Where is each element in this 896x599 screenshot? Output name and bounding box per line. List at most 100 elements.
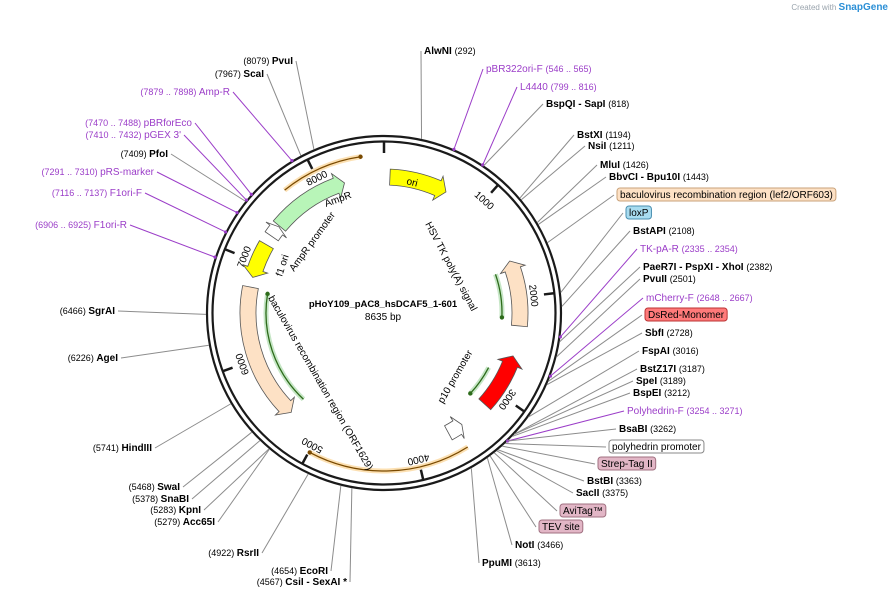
tick-mark: [490, 184, 499, 194]
site-label: AlwNI (292): [424, 46, 476, 57]
site-baculovirus-recombination-region-lef2-orf603[interactable]: baculovirus recombination region (lef2/O…: [616, 187, 837, 202]
site-ecori[interactable]: (4654) EcoRI: [271, 566, 328, 577]
site-bstapi[interactable]: BstAPI (2108): [633, 226, 695, 237]
leader-bsabi: [507, 428, 617, 442]
site-f1ori-r[interactable]: (6906 .. 6925) F1ori-R: [35, 220, 127, 231]
site-polyhedrin-promoter[interactable]: polyhedrin promoter: [608, 439, 705, 454]
site-pvuii[interactable]: PvuII (2501): [643, 274, 696, 285]
site-label: BsaBI (3262): [619, 424, 676, 435]
site-kpni[interactable]: (5283) KpnI: [150, 505, 201, 516]
site-label: TK-pA-R (2335 .. 2354): [640, 244, 738, 255]
site-loxp[interactable]: loxP: [625, 205, 652, 220]
site-bspqi-sapi[interactable]: BspQI - SapI (818): [546, 99, 629, 110]
leader-polyhedrin-f: [507, 410, 625, 442]
site-label: (7967) ScaI: [215, 69, 264, 80]
tick-mark: [515, 404, 525, 413]
site-spei[interactable]: SpeI (3189): [636, 376, 686, 387]
site-sacii[interactable]: SacII (3375): [576, 488, 628, 499]
site-tev-site[interactable]: TEV site: [538, 519, 584, 534]
leader-bspqi-sapi: [483, 103, 544, 166]
label-p10: p10 promoter: [436, 348, 476, 406]
leader-prs-marker: [156, 171, 238, 214]
site-label: (5468) SwaI: [129, 482, 181, 493]
site-acc65i[interactable]: (5279) Acc65I: [154, 517, 215, 528]
tick-mark: [419, 469, 425, 480]
site-f1ori-f[interactable]: (7116 .. 7137) F1ori-F: [52, 188, 142, 199]
leader-ppumi: [470, 468, 480, 564]
site-label: MluI (1426): [600, 160, 649, 171]
site-bstz17i[interactable]: BstZ17I (3187): [640, 364, 705, 375]
primer-mark: [235, 210, 239, 215]
site-sbfi[interactable]: SbfI (2728): [645, 328, 693, 339]
site-tk-pa-r[interactable]: TK-pA-R (2335 .. 2354): [640, 244, 738, 255]
leader-amp-r: [232, 91, 293, 161]
site-label: loxP: [629, 208, 649, 219]
site-paer7i-pspxi-xhoi[interactable]: PaeR7I - PspXI - XhoI (2382): [643, 262, 772, 273]
site-bstbi[interactable]: BstBI (3363): [587, 476, 642, 487]
feature-arc-head: [307, 450, 312, 455]
site-label: FspAI (3016): [642, 346, 699, 357]
leader-f1ori-r: [129, 224, 216, 258]
site-box: [597, 456, 657, 471]
site-label: (6226) AgeI: [68, 353, 118, 364]
leader-snabi: [191, 440, 261, 500]
site-mlui[interactable]: MluI (1426): [600, 160, 649, 171]
feature-mcherry: [478, 355, 524, 411]
leader-csii-sexai: [349, 488, 353, 583]
leader-ecori: [330, 485, 342, 572]
leader-bstz17i: [514, 368, 638, 435]
credit-prefix: Created with: [791, 3, 837, 12]
site-label: (7410 .. 7432) pGEX 3': [86, 130, 182, 141]
site-pvui[interactable]: (8079) PvuI: [243, 56, 293, 67]
site-label: (7116 .. 7137) F1ori-F: [52, 188, 142, 199]
site-leaders: [117, 50, 644, 583]
site-pgex-3[interactable]: (7410 .. 7432) pGEX 3': [86, 130, 182, 141]
site-label: PvuII (2501): [643, 274, 696, 285]
site-bsabi[interactable]: BsaBI (3262): [619, 424, 676, 435]
feature-arc-head: [358, 154, 363, 159]
leader-pbrforeco: [194, 122, 252, 195]
site-pfoi[interactable]: (7409) PfoI: [121, 149, 169, 160]
leader-agei: [120, 344, 210, 359]
leader-bstxi: [519, 134, 575, 199]
site-scai[interactable]: (7967) ScaI: [215, 69, 264, 80]
site-hindiii[interactable]: (5741) HindIII: [93, 443, 152, 454]
site-ppumi[interactable]: PpuMI (3613): [482, 558, 541, 569]
site-mcherry-f[interactable]: mCherry-F (2648 .. 2667): [646, 293, 753, 304]
site-csii-sexai[interactable]: (4567) CsiI - SexAI *: [257, 577, 347, 588]
leader-bspei: [512, 392, 631, 437]
site-bstxi[interactable]: BstXI (1194): [577, 130, 631, 141]
site-polyhedrin-f[interactable]: Polyhedrin-F (3254 .. 3271): [627, 406, 743, 417]
site-pbrforeco[interactable]: (7470 .. 7488) pBRforEco: [85, 118, 192, 129]
site-bbvci-bpu10i[interactable]: BbvCI - Bpu10I (1443): [609, 172, 709, 183]
site-label: (7291 .. 7310) pRS-marker: [42, 167, 155, 178]
site-sgrai[interactable]: (6466) SgrAI: [60, 306, 115, 317]
site-alwni[interactable]: AlwNI (292): [424, 46, 476, 57]
site-label: (5741) HindIII: [93, 443, 152, 454]
site-agei[interactable]: (6226) AgeI: [68, 353, 118, 364]
primer-mark: [223, 230, 228, 234]
site-dsred-monomer[interactable]: DsRed-Monomer: [644, 307, 728, 322]
primer-mark: [290, 159, 294, 163]
site-label: pBR322ori-F (546 .. 565): [486, 64, 592, 75]
site-amp-r[interactable]: (7879 .. 7898) Amp-R: [140, 87, 230, 98]
site-swai[interactable]: (5468) SwaI: [129, 482, 181, 493]
site-nsii[interactable]: NsiI (1211): [588, 141, 634, 152]
tick-label: 5000: [300, 434, 325, 454]
site-l4440[interactable]: L4440 (799 .. 816): [520, 82, 597, 93]
site-strep-tag-ii[interactable]: Strep-Tag II: [597, 456, 657, 471]
leader-mcherry-f: [550, 297, 644, 377]
plasmid-name: pHoY109_pAC8_hsDCAF5_1-601: [309, 299, 458, 310]
site-rsrii[interactable]: (4922) RsrII: [208, 548, 259, 559]
site-bspei[interactable]: BspEI (3212): [633, 388, 690, 399]
site-prs-marker[interactable]: (7291 .. 7310) pRS-marker: [42, 167, 155, 178]
site-avitag[interactable]: AviTag™: [559, 503, 607, 518]
site-noti[interactable]: NotI (3466): [515, 540, 563, 551]
site-snabi[interactable]: (5378) SnaBI: [132, 494, 189, 505]
site-fspai[interactable]: FspAI (3016): [642, 346, 699, 357]
leader-polyhedrin-promoter: [505, 443, 607, 448]
site-label: SpeI (3189): [636, 376, 686, 387]
site-pbr322ori-f[interactable]: pBR322ori-F (546 .. 565): [486, 64, 592, 75]
leader-loxp: [560, 212, 624, 293]
